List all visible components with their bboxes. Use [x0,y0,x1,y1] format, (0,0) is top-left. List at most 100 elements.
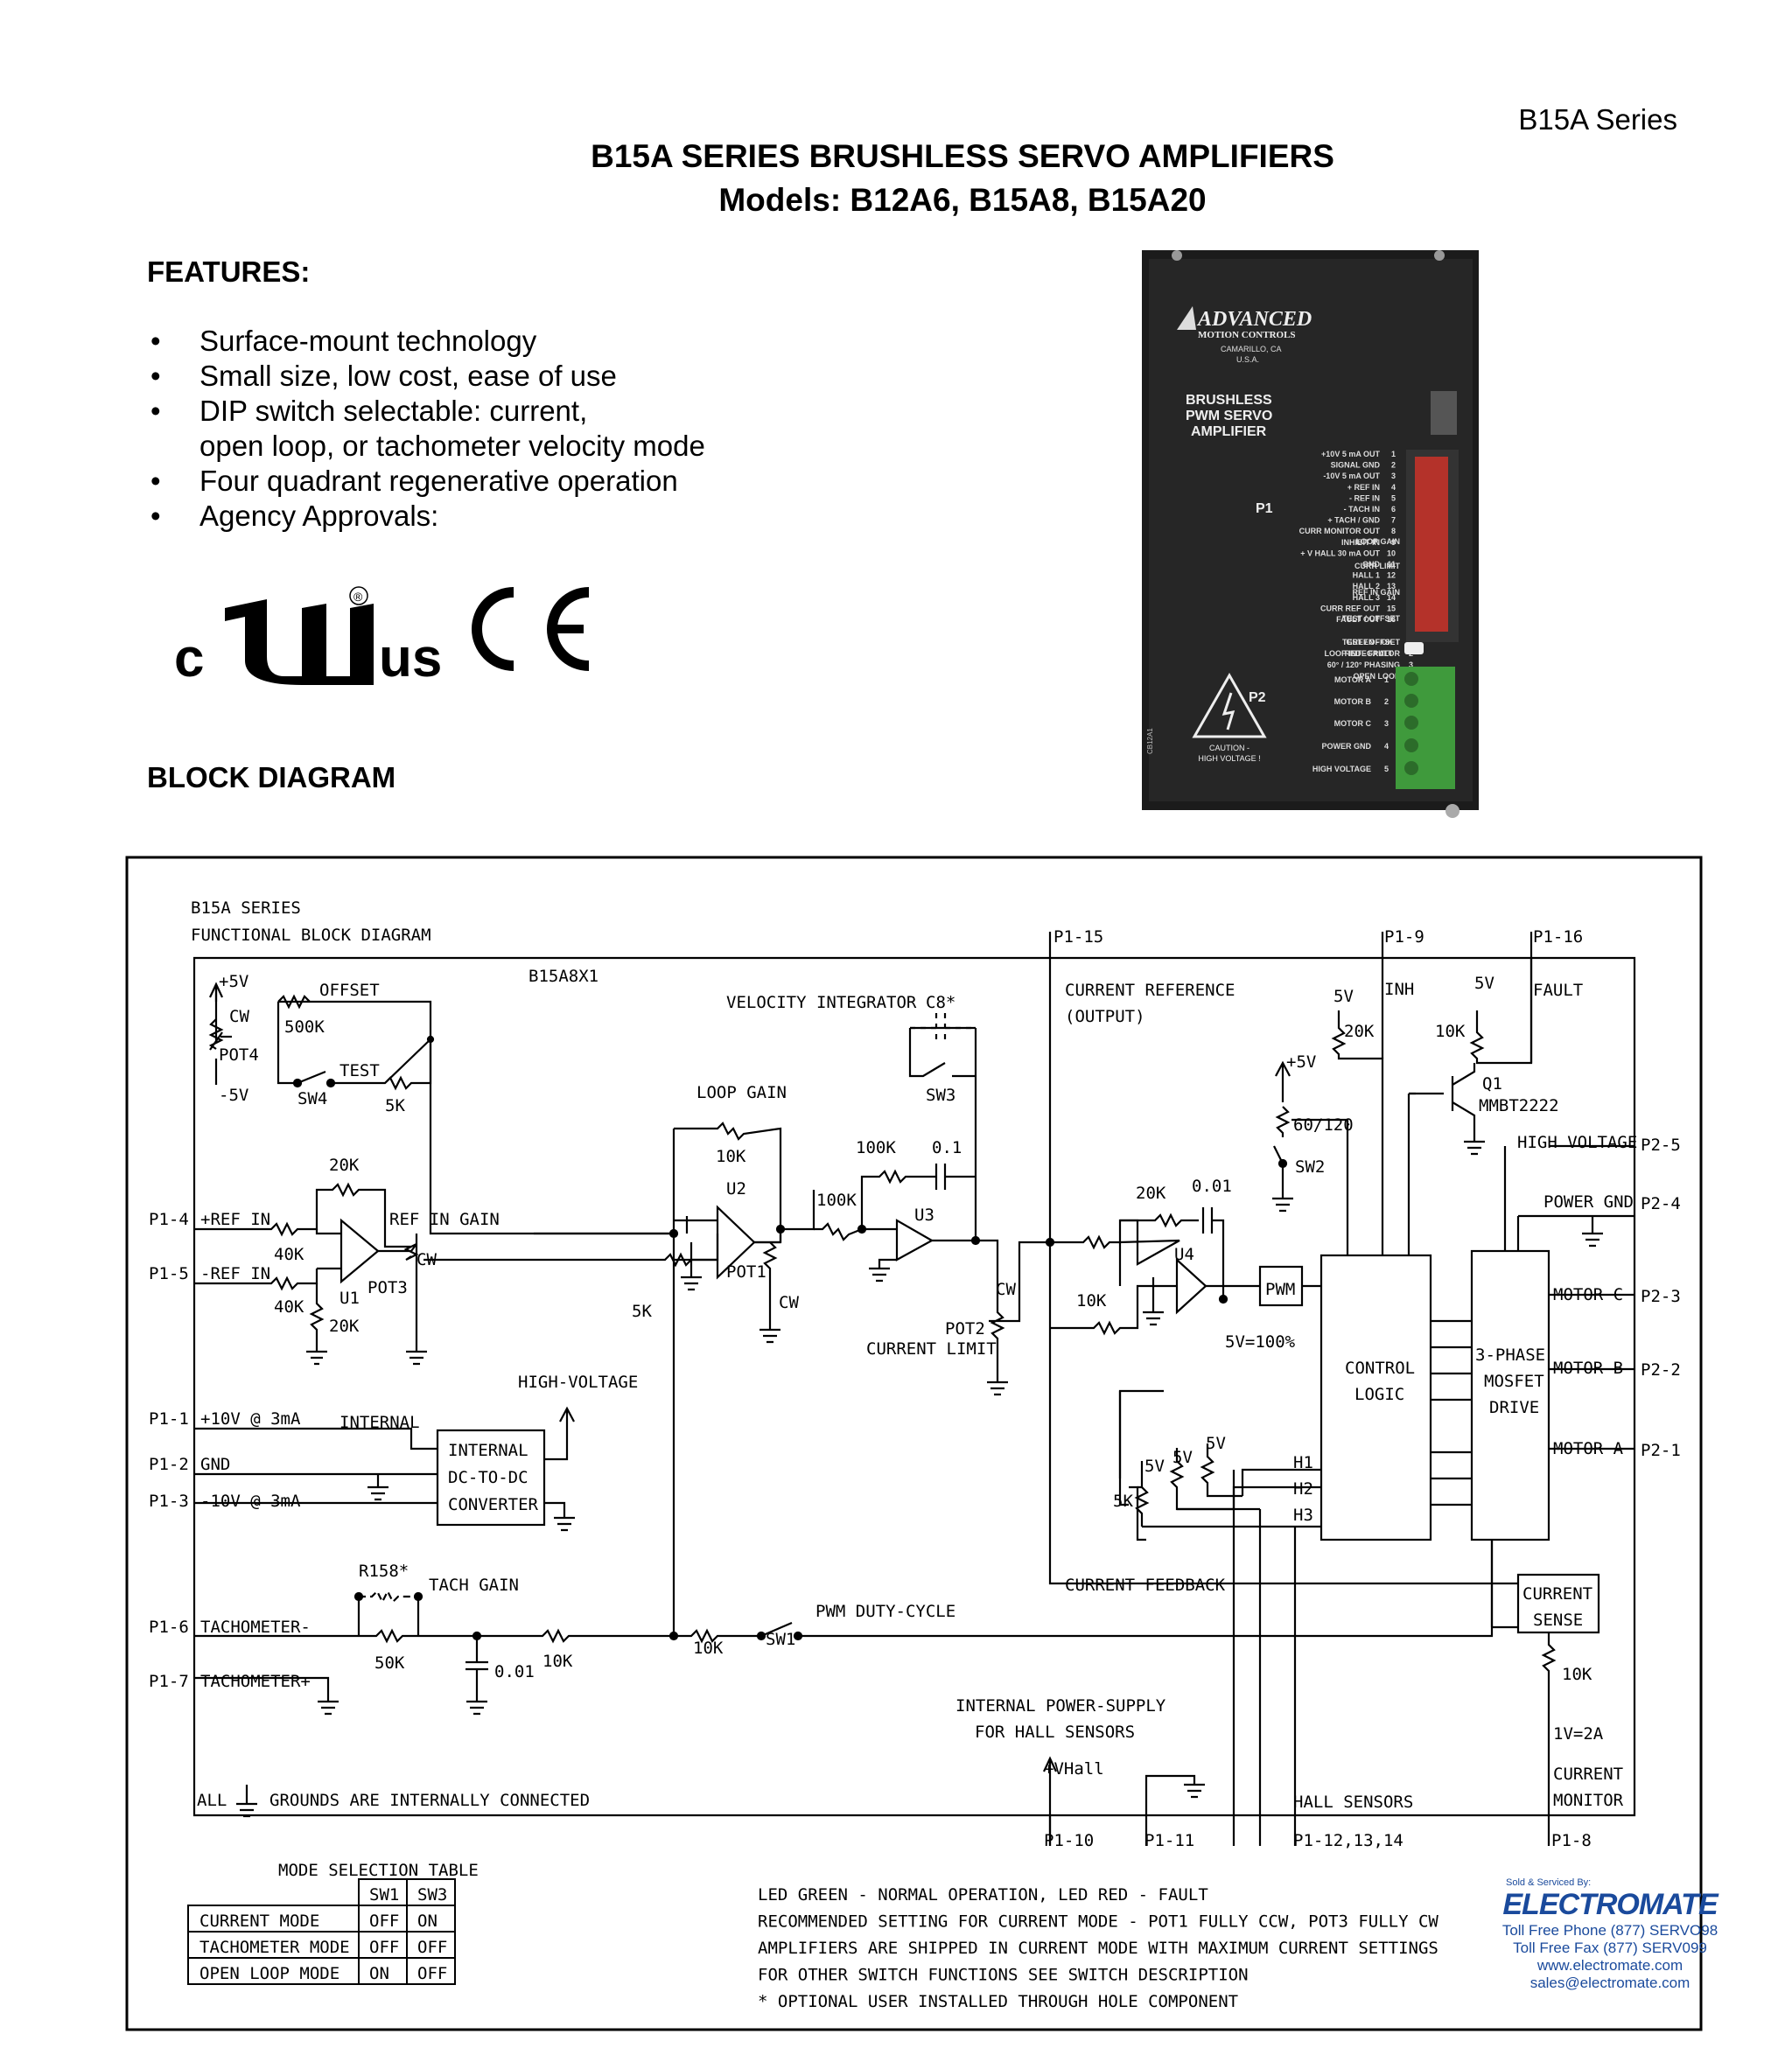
block-diagram-heading: BLOCK DIAGRAM [147,761,396,793]
p1-pin-label: HALL 2 [1353,582,1380,591]
p2-pin-label: POWER GND [1321,742,1371,751]
diagram-subtitle: FUNCTIONAL BLOCK DIAGRAM [191,926,431,945]
feature-item: Four quadrant regenerative operation [147,464,760,499]
vendor-block: Sold & Serviced By: ELECTROMATE Toll Fre… [1492,1877,1728,1992]
functional-block-diagram: B15A SERIES FUNCTIONAL BLOCK DIAGRAM B15A8… [125,856,1703,2031]
diagram-note: * OPTIONAL USER INSTALLED THROUGH HOLE C… [758,1992,1238,2011]
diagram-label: 10K [716,1147,746,1166]
mode-table-header: SW1 [369,1885,399,1905]
diagram-label: H1 [1293,1453,1313,1472]
feature-item: Small size, low cost, ease of use [147,359,760,394]
diagram-label: 0.01 [1192,1177,1232,1196]
diagram-label: SW3 [926,1086,956,1105]
svg-text:PWM SERVO: PWM SERVO [1186,409,1272,423]
p1-pin-number: 9 [1391,538,1396,547]
diagram-label: 5V=100% [1225,1332,1296,1352]
diagram-label: HIGH VOLTAGE [1517,1133,1637,1152]
p1-pin-number: 1 [1391,450,1396,458]
p1-pin-number: 13 [1387,582,1396,591]
vendor-phone: Toll Free Phone (877) SERVO98 [1502,1922,1718,1939]
terminal-screw [1404,738,1418,752]
right-pin-id: P2-5 [1641,1136,1681,1155]
diagram-label: 3-PHASE [1475,1346,1545,1365]
diagram-label: DC-TO-DC [448,1468,528,1487]
led-label: GREEN - OK [1346,638,1393,647]
diagram-label: DRIVE [1489,1398,1539,1417]
mode-table-title: MODE SELECTION TABLE [278,1861,479,1880]
diagram-label: 10K [1435,1022,1466,1041]
p2-pin-number: 4 [1384,742,1389,751]
product-photo: ADVANCED MOTION CONTROLS CAMARILLO, CA U… [1142,250,1479,818]
right-pin-id: P2-1 [1641,1441,1681,1460]
vendor-fax: Toll Free Fax (877) SERV099 [1513,1940,1707,1956]
ul-listing-mark: c us ® [174,586,442,688]
diagram-label: H2 [1293,1479,1313,1499]
diagram-label: H3 [1293,1506,1313,1525]
vendor-name: ELECTROMATE [1502,1888,1718,1921]
diagram-label: 60/120 [1293,1115,1354,1135]
vendor-website[interactable]: www.electromate.com [1536,1957,1684,1974]
diagram-label: CURRENT [1522,1584,1592,1604]
diagram-label: 20K [1136,1184,1166,1203]
p1-pin-number: 16 [1387,615,1396,624]
vendor-email[interactable]: sales@electromate.com [1530,1975,1690,1991]
diagram-note: FOR OTHER SWITCH FUNCTIONS SEE SWITCH DE… [758,1966,1249,1985]
left-pin-name: +REF IN [200,1210,270,1229]
p1-pin-number: 7 [1391,516,1396,525]
p1-pin-label: HALL 3 [1353,593,1380,602]
diagram-part-number: B15A8X1 [528,967,598,986]
svg-text:P1: P1 [1256,501,1273,516]
svg-text:BRUSHLESS: BRUSHLESS [1186,393,1272,408]
p1-pin-number: 12 [1387,571,1396,580]
p2-pin-label: MOTOR C [1334,719,1372,728]
switch-number: 3 [1409,661,1413,669]
svg-text:HIGH VOLTAGE !: HIGH VOLTAGE ! [1198,754,1260,763]
p1-pin-number: 11 [1387,560,1396,569]
p1-pin-label: +10V 5 mA OUT [1321,450,1380,458]
p1-pin-number: 8 [1391,527,1396,535]
features-list: Surface-mount technology Small size, low… [147,324,760,534]
pot-labels: LOOP GAIN1CURR LIMIT2REF IN GAIN3TEST / … [1299,450,1413,773]
diagram-label: 10K [542,1652,573,1671]
left-pin-name: -10V @ 3mA [200,1492,301,1511]
approval-logos: c us ® CE [174,586,590,688]
ce-mark: CE [472,587,590,671]
pot-label: TEST / OFFSET [1342,614,1401,623]
feature-continuation-text: open loop, or tachometer velocity mode [200,430,705,462]
diagram-label: 5V [1144,1457,1165,1476]
switch-label: TEST / OFFSET [1342,638,1401,647]
bottom-pin-id: P1-8 [1551,1831,1592,1850]
diagram-label: 100K [816,1191,857,1210]
vendor-logo: ELECTROMATE [1492,1888,1728,1922]
feature-item: Agency Approvals: [147,499,760,534]
diagram-label: 20K [329,1156,360,1175]
mode-table-sw3: ON [417,1912,438,1931]
p1-pin-number: 4 [1391,483,1396,492]
product-brand-sub: MOTION CONTROLS [1198,330,1296,340]
feature-item: DIP switch selectable: current, [147,394,760,429]
diagram-label: TACH GAIN [429,1576,519,1595]
top-pin-id: P1-9 [1384,927,1424,947]
series-label: B15A Series [1518,103,1677,136]
mode-table-sw1: OFF [369,1912,399,1931]
svg-text:CB12A1: CB12A1 [1146,728,1154,754]
diagram-label: 5V [1474,974,1494,993]
p1-pin-label: + V HALL 30 mA OUT [1300,549,1380,557]
p1-pin-label: -10V 5 mA OUT [1323,472,1380,480]
diagram-label: 10K [1562,1665,1592,1684]
diagram-label: POWER GND [1544,1192,1634,1212]
diagram-label: CW [779,1293,799,1312]
led-label: RED - FAULT [1345,649,1394,658]
diagram-label: LOGIC [1354,1385,1404,1404]
left-pin-name: +10V @ 3mA [200,1409,301,1429]
diagram-label: Q1 [1482,1074,1502,1094]
diagram-title: B15A SERIES [191,898,301,918]
svg-text:U.S.A.: U.S.A. [1236,355,1259,364]
diagram-label: INTERNAL [340,1413,420,1432]
diagram-label: 100K [856,1138,896,1157]
p2-pin-number: 1 [1384,675,1389,684]
diagram-label: CONVERTER [448,1495,539,1514]
diagram-label: 20K [329,1317,360,1336]
diagram-label: U1 [340,1289,360,1308]
left-pin-id: P1-6 [149,1618,189,1637]
